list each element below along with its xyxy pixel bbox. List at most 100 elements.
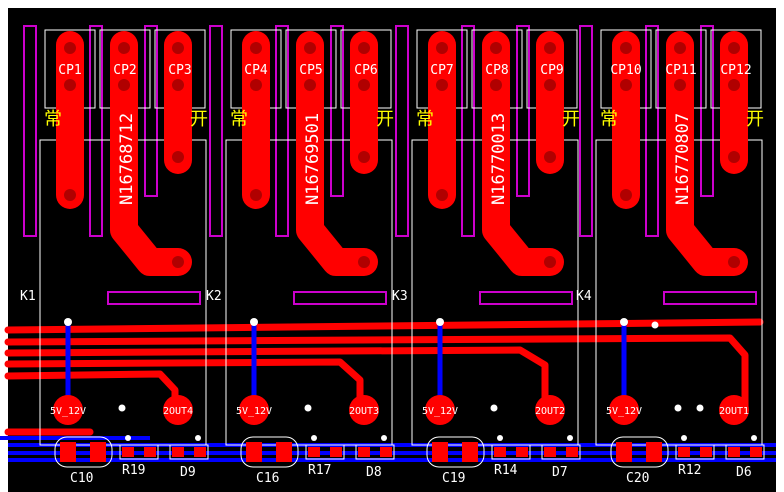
drill-hole — [490, 42, 502, 54]
cap-pad[interactable] — [616, 442, 632, 462]
coil-pad-label: 2OUT2 — [535, 406, 565, 417]
diode-designator: D8 — [366, 465, 382, 480]
pad-label-cp7: CP7 — [430, 63, 453, 78]
coil-pad-right[interactable] — [349, 395, 379, 425]
drill-hole — [250, 42, 262, 54]
via[interactable] — [567, 435, 573, 441]
diode-pad[interactable] — [380, 447, 392, 457]
res-pad[interactable] — [308, 447, 320, 457]
diode-pad[interactable] — [750, 447, 762, 457]
cap-pad[interactable] — [60, 442, 76, 462]
res-pad[interactable] — [516, 447, 528, 457]
diode-pad[interactable] — [358, 447, 370, 457]
diode-pad[interactable] — [172, 447, 184, 457]
diode-outline — [169, 444, 209, 460]
drill-hole — [728, 79, 740, 91]
via[interactable] — [620, 318, 628, 326]
via[interactable] — [696, 404, 704, 412]
cap-pad[interactable] — [246, 442, 262, 462]
res-pad[interactable] — [678, 447, 690, 457]
cap-outline — [240, 436, 299, 468]
pad-label-cp3: CP3 — [168, 63, 191, 78]
coil-pad-right[interactable] — [719, 395, 749, 425]
via[interactable] — [304, 404, 312, 412]
contact-trace — [482, 31, 564, 276]
drill-hole — [674, 79, 686, 91]
coil-pad-right[interactable] — [535, 395, 565, 425]
contact-trace — [666, 31, 748, 276]
via[interactable] — [311, 435, 317, 441]
via[interactable] — [125, 435, 131, 441]
drill-hole — [490, 79, 502, 91]
diode-designator: D7 — [552, 465, 568, 480]
coil-pad-label: 5V_12V — [236, 406, 272, 417]
relay-designator: K3 — [392, 289, 408, 304]
via[interactable] — [250, 318, 258, 326]
coil-pad-label: 5V_12V — [422, 406, 458, 417]
via[interactable] — [490, 404, 498, 412]
res-pad[interactable] — [494, 447, 506, 457]
cap-designator: C19 — [442, 471, 465, 486]
drill-hole — [544, 256, 556, 268]
courtyard-bar — [395, 25, 409, 237]
contact-trace — [296, 31, 378, 276]
res-designator: R14 — [494, 463, 518, 478]
courtyard-bar — [275, 25, 289, 237]
coil-pad-label: 5V_12V — [606, 406, 642, 417]
diode-designator: D9 — [180, 465, 196, 480]
relay-serial: N16769501 — [303, 113, 323, 205]
res-pad[interactable] — [700, 447, 712, 457]
courtyard-bar — [144, 25, 158, 197]
via[interactable] — [436, 318, 444, 326]
coil-pad-left[interactable] — [53, 395, 83, 425]
res-pad[interactable] — [122, 447, 134, 457]
drill-hole — [436, 42, 448, 54]
via[interactable] — [118, 404, 126, 412]
via[interactable] — [64, 318, 72, 326]
coil-pad-left[interactable] — [239, 395, 269, 425]
cap-pad[interactable] — [462, 442, 478, 462]
drill-hole — [544, 151, 556, 163]
coil-pad-label: 2OUT4 — [163, 406, 193, 417]
cap-pad[interactable] — [276, 442, 292, 462]
coil-pad-right[interactable] — [163, 395, 193, 425]
drill-hole — [358, 42, 370, 54]
via[interactable] — [674, 404, 682, 412]
via[interactable] — [497, 435, 503, 441]
courtyard-bar — [107, 291, 201, 305]
diode-pad[interactable] — [566, 447, 578, 457]
via[interactable] — [381, 435, 387, 441]
drill-hole — [172, 151, 184, 163]
via[interactable] — [681, 435, 687, 441]
courtyard-bar — [461, 25, 475, 237]
coil-pad-left[interactable] — [425, 395, 455, 425]
via[interactable] — [651, 321, 659, 329]
cap-pad[interactable] — [432, 442, 448, 462]
res-pad[interactable] — [144, 447, 156, 457]
cap-designator: C16 — [256, 471, 279, 486]
cap-pad[interactable] — [646, 442, 662, 462]
via[interactable] — [751, 435, 757, 441]
drill-hole — [250, 189, 262, 201]
diode-pad[interactable] — [544, 447, 556, 457]
diode-pad[interactable] — [728, 447, 740, 457]
drill-hole — [620, 189, 632, 201]
pad-label-cp6: CP6 — [354, 63, 377, 78]
cap-pad[interactable] — [90, 442, 106, 462]
diode-pad[interactable] — [194, 447, 206, 457]
drill-hole — [674, 42, 686, 54]
via[interactable] — [195, 435, 201, 441]
res-designator: R17 — [308, 463, 331, 478]
silk-char-open: 开 — [376, 109, 394, 130]
coil-pad-left[interactable] — [609, 395, 639, 425]
drill-hole — [64, 42, 76, 54]
res-pad[interactable] — [330, 447, 342, 457]
drill-hole — [118, 42, 130, 54]
